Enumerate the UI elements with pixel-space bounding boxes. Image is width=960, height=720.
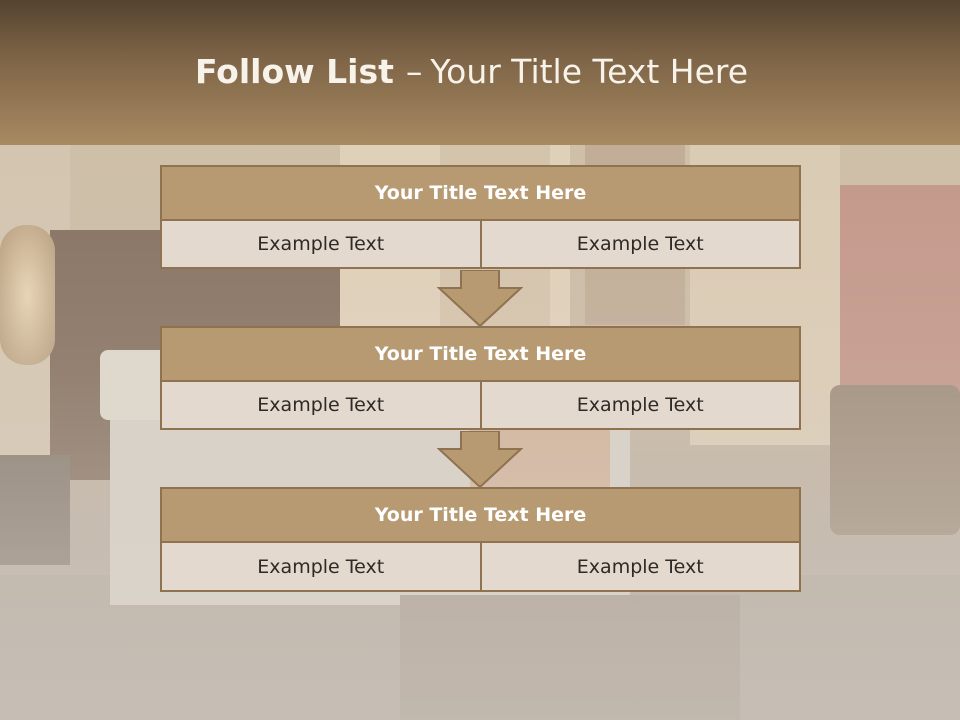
block-cell-left: Example Text	[160, 219, 482, 269]
block-row: Example Text Example Text	[160, 541, 801, 592]
block-cell-left: Example Text	[160, 541, 482, 592]
block-cell-left: Example Text	[160, 380, 482, 430]
block-cell-right: Example Text	[479, 541, 801, 592]
down-arrow-icon	[437, 270, 523, 328]
slide-title: Follow List–Your Title Text Here	[0, 52, 943, 91]
block-title: Your Title Text Here	[160, 165, 801, 221]
slide-title-bold: Follow List	[194, 52, 394, 91]
slide-header: Follow List–Your Title Text Here	[0, 0, 960, 145]
block-row: Example Text Example Text	[160, 380, 801, 430]
down-arrow-icon	[437, 431, 523, 489]
list-block-3: Your Title Text Here Example Text Exampl…	[160, 487, 801, 592]
block-row: Example Text Example Text	[160, 219, 801, 269]
list-block-1: Your Title Text Here Example Text Exampl…	[160, 165, 801, 269]
block-cell-right: Example Text	[479, 380, 801, 430]
block-cell-right: Example Text	[479, 219, 801, 269]
list-block-2: Your Title Text Here Example Text Exampl…	[160, 326, 801, 430]
slide-title-separator: –	[405, 52, 423, 91]
block-title: Your Title Text Here	[160, 487, 801, 543]
slide-title-rest: Your Title Text Here	[430, 52, 749, 91]
block-title: Your Title Text Here	[160, 326, 801, 382]
